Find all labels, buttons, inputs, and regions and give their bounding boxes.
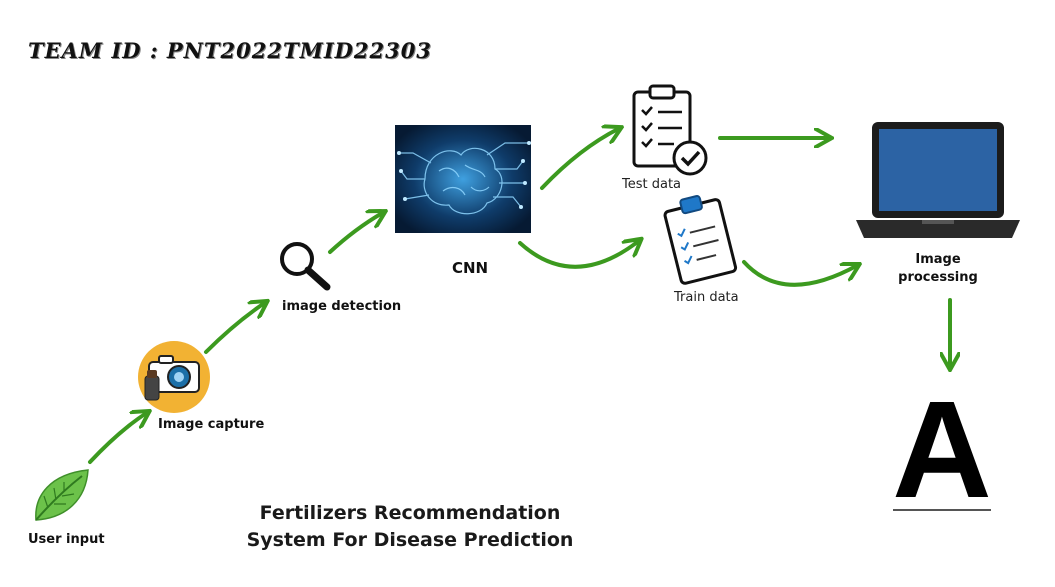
checklist-icon [630,82,710,182]
node-label-user-input: User input [28,532,105,547]
node-label-train-data: Train data [674,290,739,305]
team-id: TEAM ID : PNT2022TMID22303 [28,38,432,63]
node-label-test-data: Test data [622,177,682,192]
diagram-title-line2: System For Disease Prediction [246,529,574,551]
arrow-cnn-to-train [518,240,640,269]
magnifier-icon [273,237,337,297]
node-label-image-processing-line1: Image [915,252,961,267]
diagram-title-line1: Fertilizers Recommendation [259,502,561,524]
brain-circuit-icon [395,125,531,237]
arrow-detection-to-cnn [328,212,384,254]
node-label-image-detection: image detection [282,299,402,314]
arrow-capture-to-detection [204,302,266,354]
arrow-train-to-processing [742,260,858,287]
camera-icon [135,340,213,418]
output-letter: A [892,373,992,527]
clipboard-icon [660,190,744,290]
node-label-image-processing: Image processing [880,251,996,287]
diagram-title: Fertilizers Recommendation System For Di… [230,500,590,554]
arrow-input-to-capture [88,412,148,464]
arrow-cnn-to-test [540,128,620,190]
node-label-cnn: CNN [452,259,489,277]
laptop-icon [852,120,1024,248]
node-label-image-processing-line2: processing [898,270,978,285]
leaf-icon [30,466,92,528]
output-underline [893,509,991,511]
node-label-image-capture: Image capture [158,417,265,432]
